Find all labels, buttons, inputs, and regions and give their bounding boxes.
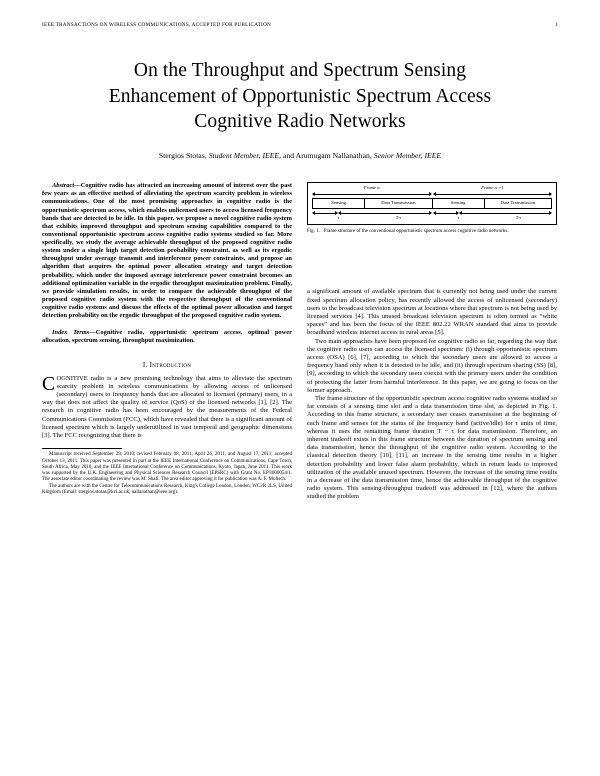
arrow-right-head-icon	[455, 211, 459, 216]
footnote-separator	[42, 448, 122, 450]
intro-smallcaps: OGNITIVE	[56, 374, 88, 382]
author-2-grade: Senior Member, IEEE	[373, 151, 442, 161]
arrow-right-head-icon	[428, 192, 432, 197]
author-list: Stergios Stotas, Student Member, IEEE, a…	[42, 151, 558, 160]
t-minus-tau-arrow-1	[338, 211, 432, 216]
t-minus-tau-arrow-2	[458, 211, 552, 216]
arrow-right-head-icon	[549, 192, 552, 197]
page-title: On the Throughput and Spectrum Sensing E…	[48, 58, 552, 135]
frame-n1-label: Frame n +1	[481, 185, 504, 191]
arrow-left-head-icon	[338, 211, 342, 216]
tau-label-2: τ	[457, 215, 460, 221]
two-column-body: Abstract—Cognitive radio has attracted a…	[42, 182, 558, 501]
footnote-manuscript-info: Manuscript received September 29, 2010; …	[42, 452, 292, 483]
abstract-paragraph: Abstract—Cognitive radio has attracted a…	[42, 182, 292, 320]
tau-arrow-2	[432, 211, 459, 216]
title-line-3: Cognitive Radio Networks	[194, 111, 406, 133]
slot-sensing-1: Sensing	[313, 199, 366, 209]
figure-1-diagram: Frame n Frame n +1	[307, 182, 557, 225]
section-heading-introduction: I. Introduction	[142, 360, 192, 369]
running-head: IEEE TRANSACTIONS ON WIRELESS COMMUNICAT…	[42, 22, 558, 28]
abstract-label: Abstract	[52, 182, 75, 190]
figure-1-caption: Fig. 1. Frame structure of the conventio…	[307, 229, 557, 236]
frame-n1-arrow	[432, 192, 552, 197]
arrow-left-head-icon	[312, 211, 315, 216]
t-minus-tau-label-2: T-τ	[515, 215, 522, 221]
arrow-left-head-icon	[312, 192, 315, 197]
tau-arrow-1	[312, 211, 339, 216]
figure-1-caption-text: Frame structure of the conventional oppo…	[323, 228, 509, 234]
arrow-right-head-icon	[335, 211, 339, 216]
arrow-right-head-icon	[428, 211, 432, 216]
index-terms-dash: —	[89, 329, 96, 337]
footnote-author-affiliation: The authors are with the Centre for Tele…	[42, 483, 292, 495]
title-line-1: On the Throughput and Spectrum Sensing	[133, 60, 467, 81]
column-spacer	[307, 244, 557, 288]
abstract-text: Cognitive radio has attracted an increas…	[42, 182, 292, 320]
page-number: 1	[555, 22, 558, 28]
slot-sensing-2: Sensing	[433, 199, 485, 209]
figure-frame-labels: Frame n Frame n +1	[312, 186, 552, 191]
figure-1: Frame n Frame n +1	[307, 182, 557, 235]
figure-time-slots: Sensing Data Transmission Sensing Data T…	[312, 198, 552, 210]
index-terms-paragraph: Index Terms—Cognitive radio, opportunist…	[42, 329, 292, 345]
title-line-2: Enhancement of Opportunistic Spectrum Ac…	[108, 85, 492, 107]
arrow-left-head-icon	[432, 211, 436, 216]
journal-name: IEEE TRANSACTIONS ON WIRELESS COMMUNICAT…	[42, 22, 271, 28]
author-1-name: Stergios Stotas,	[158, 151, 207, 161]
right-paragraph-1: a significant amount of available spectr…	[307, 288, 557, 337]
tau-label-1: τ	[337, 215, 340, 221]
index-terms-text: Cognitive radio, opportunistic spectrum …	[42, 329, 292, 345]
intro-text: radio is a new promising technology that…	[42, 374, 292, 439]
right-paragraph-2: Two main approaches have been proposed f…	[307, 337, 557, 394]
arrow-left-head-icon	[458, 211, 462, 216]
abstract-dash: —	[74, 182, 81, 190]
figure-duration-labels: τ T-τ τ T-τ	[312, 216, 552, 221]
figure-duration-arrows	[312, 211, 552, 216]
left-column: Abstract—Cognitive radio has attracted a…	[42, 182, 292, 496]
arrow-right-head-icon	[549, 211, 552, 216]
author-conjunction: , and Arumugam Nallanathan,	[279, 151, 372, 161]
slot-data-1: Data Transmission	[365, 199, 433, 209]
figure-1-number: Fig. 1.	[307, 228, 320, 234]
right-column: Frame n Frame n +1	[307, 182, 557, 501]
author-1-grade: Student Member, IEEE	[208, 151, 280, 161]
index-terms-label: Index Terms	[52, 329, 90, 337]
frame-n-arrow	[312, 192, 432, 197]
drop-cap: C	[42, 373, 56, 395]
slot-data-2: Data Transmission	[500, 200, 536, 206]
right-paragraph-3: The frame structure of the opportunistic…	[307, 395, 557, 501]
frame-n-label: Frame n	[363, 185, 380, 191]
arrow-left-head-icon	[432, 192, 436, 197]
t-minus-tau-label-1: T-τ	[395, 215, 402, 221]
figure-frame-arrows	[312, 192, 552, 197]
